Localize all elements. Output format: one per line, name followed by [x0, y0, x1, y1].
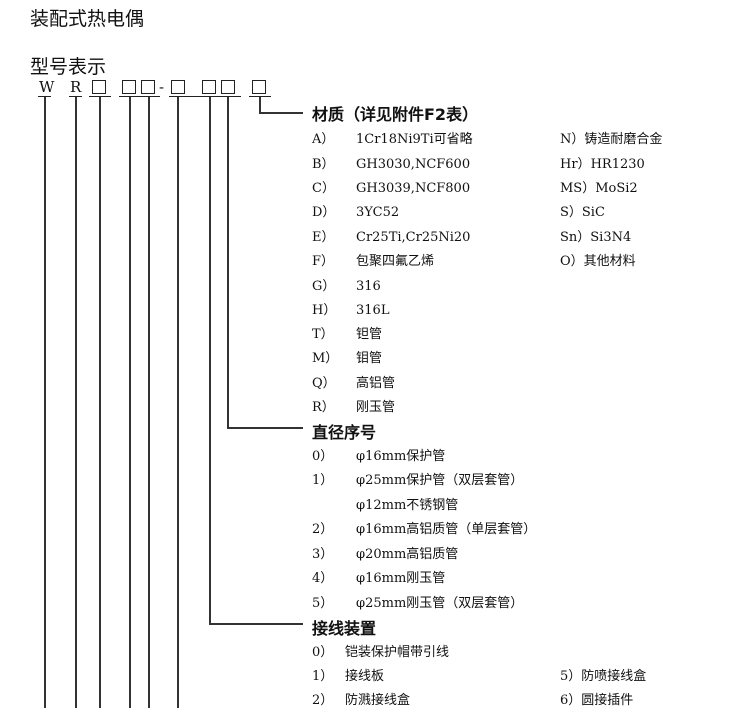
underline-box-1	[89, 96, 111, 97]
material-item: MS）MoSi2	[560, 181, 638, 196]
material-item: F）包聚四氟乙烯	[312, 254, 435, 269]
material-item: C）GH3039,NCF800	[312, 181, 471, 196]
connector-junction-horizontal	[209, 623, 303, 625]
connector-material-horizontal	[259, 112, 303, 114]
underline-box-2-3	[119, 96, 160, 97]
junction-heading: 接线装置	[312, 619, 377, 638]
material-item: Hr）HR1230	[560, 157, 645, 172]
diameter-heading: 直径序号	[312, 423, 377, 442]
material-item: Q）高铝管	[312, 376, 396, 391]
underline-w	[38, 96, 51, 97]
code-box-7	[252, 80, 266, 98]
material-item: T）钽管	[312, 327, 383, 342]
material-item: A）1Cr18Ni9Ti可省略	[312, 132, 473, 147]
code-box-4	[171, 80, 185, 98]
code-separator: -	[159, 78, 165, 96]
diameter-item: 5）φ25mm刚玉管（双层套管）	[312, 596, 524, 611]
material-item: D）3YC52	[312, 205, 400, 220]
junction-item: 5）防喷接线盒	[560, 669, 647, 684]
connector-line-material	[259, 97, 261, 113]
diameter-item: 0）φ16mm保护管	[312, 449, 446, 464]
material-item: Sn）Si3N4	[560, 230, 632, 245]
model-code: W R -	[0, 78, 300, 98]
connector-line-box-3	[148, 97, 150, 708]
diameter-item: 1）φ25mm保护管（双层套管）	[312, 473, 524, 488]
diameter-item: 2）φ16mm高铝质管（单层套管）	[312, 522, 537, 537]
material-item: S）SiC	[560, 205, 605, 220]
material-item: B）GH3030,NCF600	[312, 157, 471, 172]
connector-line-box-1	[99, 97, 101, 708]
connector-line-box-2	[129, 97, 131, 708]
junction-item: 6）圆接插件	[560, 693, 634, 708]
material-item: G）316	[312, 279, 381, 294]
connector-line-junction	[209, 97, 211, 624]
code-box-3	[141, 80, 155, 98]
material-item: H）316L	[312, 303, 390, 318]
connector-line-diameter	[227, 97, 229, 428]
diameter-item: φ12mm不锈钢管	[356, 498, 459, 513]
code-box-2	[122, 80, 136, 98]
underline-box-4-6	[169, 96, 241, 97]
material-heading: 材质（详见附件F2表）	[312, 105, 479, 124]
document-title: 装配式热电偶	[30, 8, 145, 30]
underline-box-7	[249, 96, 271, 97]
diameter-item: 3）φ20mm高铝质管	[312, 547, 459, 562]
junction-item: 1）接线板	[312, 669, 385, 684]
underline-r	[69, 96, 82, 97]
connector-line-w	[44, 97, 46, 708]
material-item: E）Cr25Ti,Cr25Ni20	[312, 230, 471, 245]
code-box-1	[92, 80, 106, 98]
connector-line-r	[75, 97, 77, 708]
code-box-6	[221, 80, 235, 98]
junction-item: 0）铠装保护帽带引线	[312, 645, 450, 660]
material-item: N）铸造耐磨合金	[560, 132, 663, 147]
code-letter-r: R	[70, 78, 82, 96]
junction-item: 2）防溅接线盒	[312, 693, 411, 708]
material-item: R）刚玉管	[312, 400, 396, 415]
connector-line-box-4	[177, 97, 179, 708]
model-notation-title: 型号表示	[30, 56, 107, 78]
code-box-5	[202, 80, 216, 98]
diameter-item: 4）φ16mm刚玉管	[312, 571, 446, 586]
material-item: O）其他材料	[560, 254, 636, 269]
material-item: M）钼管	[312, 351, 383, 366]
code-letter-w: W	[39, 78, 55, 96]
connector-diameter-horizontal	[227, 427, 303, 429]
